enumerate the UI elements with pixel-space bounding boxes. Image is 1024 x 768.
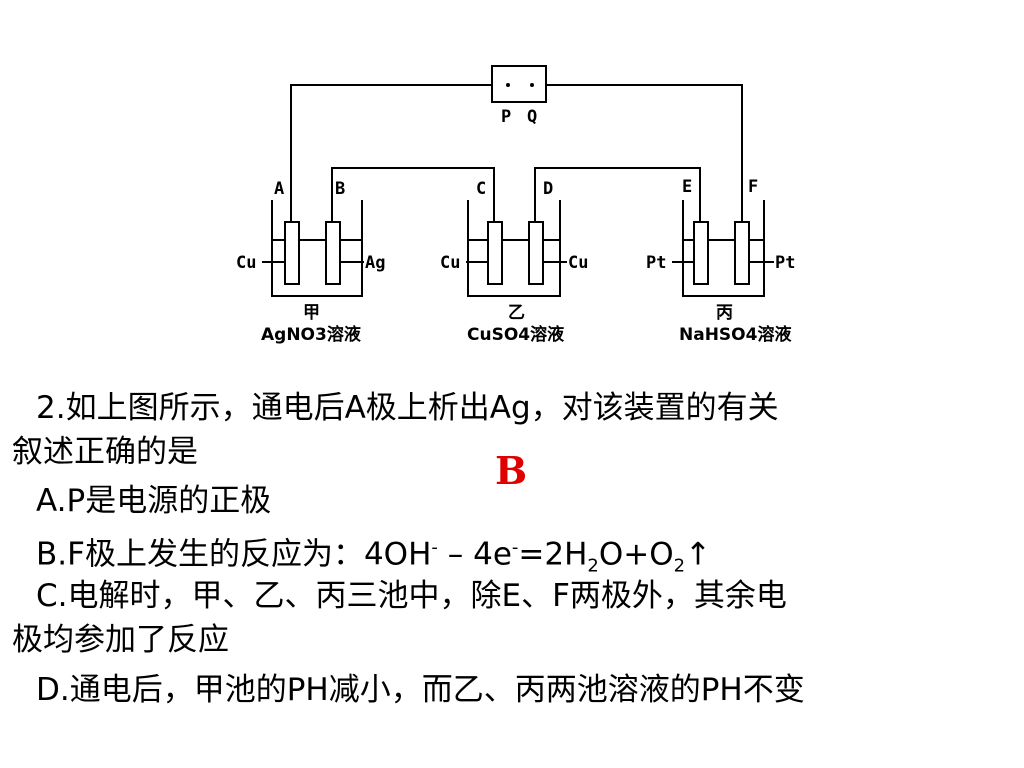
wire-a-p: [290, 84, 492, 222]
wire-b-c: [331, 167, 495, 222]
material-pt-left-bing: Pt: [646, 253, 666, 273]
beaker-jia: [271, 200, 363, 297]
electrode-e: [693, 221, 709, 285]
wire-q-f: [546, 84, 743, 222]
option-b-sub2: 2: [673, 555, 686, 577]
label-e: E: [682, 177, 692, 197]
question-stem-line1: 2.如上图所示，通电后A极上析出Ag，对该装置的有关: [36, 390, 779, 426]
electrode-b: [325, 221, 341, 285]
label-f: F: [748, 177, 758, 197]
cell-name-bing: 丙: [716, 303, 733, 323]
option-b-eq: =2H: [518, 536, 588, 573]
material-pt-right-bing: Pt: [775, 253, 795, 273]
electrode-c: [487, 221, 503, 285]
question-stem-line2: 叙述正确的是: [12, 434, 198, 470]
label-p: P: [501, 107, 511, 127]
material-cu-right-yi: Cu: [568, 253, 588, 273]
option-d[interactable]: D.通电后，甲池的PH减小，而乙、丙两池溶液的PH不变: [36, 672, 805, 708]
option-c-line1[interactable]: C.电解时，甲、乙、丙三池中，除E、F两极外，其余电: [36, 578, 787, 614]
label-c: C: [476, 179, 486, 199]
terminal-q-dot: [530, 83, 534, 87]
power-supply: [491, 65, 547, 103]
material-ag-jia: Ag: [365, 253, 385, 273]
solution-jia: AgNO3溶液: [261, 324, 361, 345]
material-cu-left-yi: Cu: [440, 253, 460, 273]
label-q: Q: [527, 107, 537, 127]
electrolysis-diagram: P Q A B C D E F Cu Ag Cu Cu Pt Pt 甲 AgNO…: [236, 65, 795, 345]
solution-bing: NaHSO4溶液: [679, 324, 791, 345]
option-b-sup1: -: [431, 537, 438, 558]
option-b-sub1: 2: [587, 555, 599, 577]
option-a[interactable]: A.P是电源的正极: [36, 483, 272, 519]
beaker-bing: [682, 200, 765, 297]
solution-yi: CuSO4溶液: [467, 324, 564, 345]
up-arrow-icon: ↑: [685, 536, 712, 573]
wire-d-e: [534, 167, 701, 222]
beaker-yi: [467, 200, 561, 297]
option-b-o-plus: O+O: [598, 536, 674, 573]
electrode-d: [528, 221, 544, 285]
material-cu-jia: Cu: [236, 253, 256, 273]
option-b-mid: – 4e: [437, 536, 512, 573]
option-c-line2: 极均参加了反应: [12, 622, 229, 658]
label-b: B: [335, 179, 345, 199]
answer-mark: B: [495, 448, 528, 493]
option-b[interactable]: B.F极上发生的反应为：4OH- – 4e-=2H2O+O2↑: [36, 528, 1024, 587]
option-b-sup2: -: [511, 537, 519, 558]
electrode-f: [734, 221, 750, 285]
electrode-a: [284, 221, 300, 285]
terminal-p-dot: [506, 83, 510, 87]
label-a: A: [274, 179, 284, 199]
option-b-prefix: B.F极上发生的反应为：4OH: [36, 536, 432, 573]
cell-name-jia: 甲: [303, 303, 320, 323]
cell-name-yi: 乙: [508, 303, 525, 323]
label-d: D: [543, 179, 553, 199]
